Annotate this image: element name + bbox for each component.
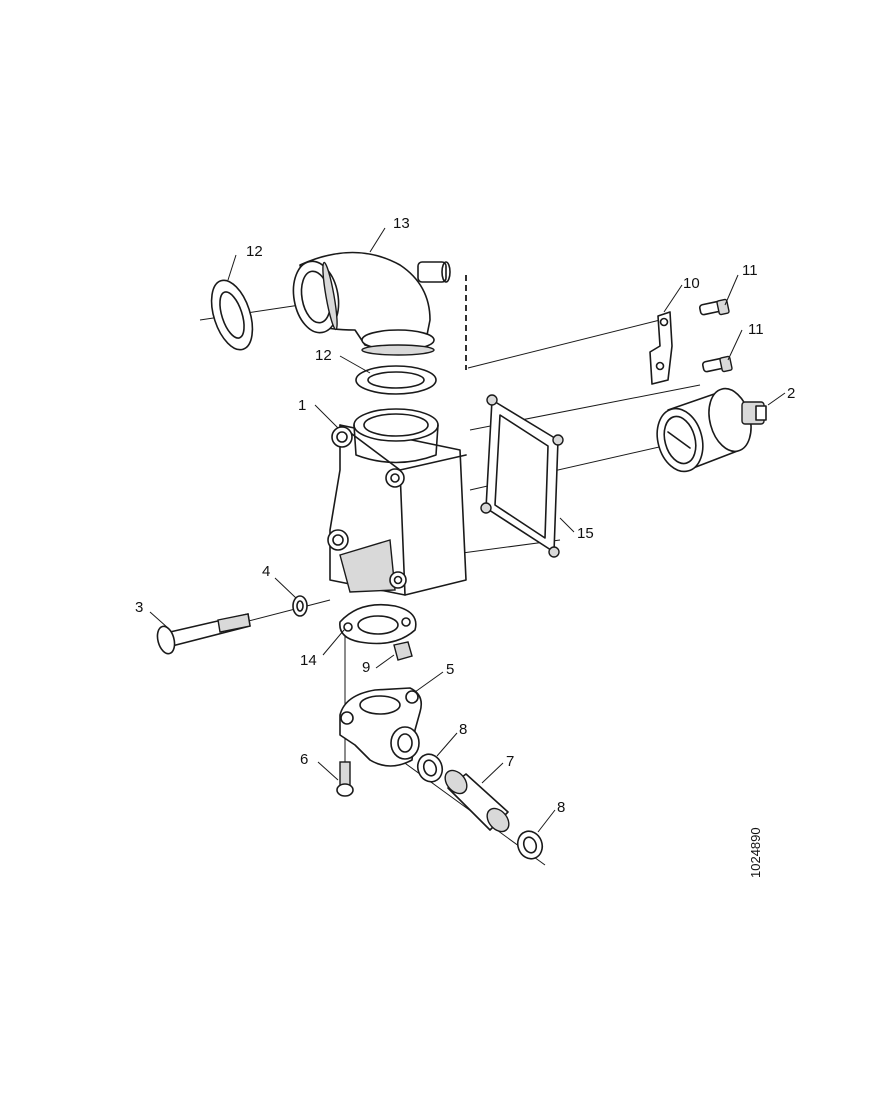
svg-text:11: 11 xyxy=(748,321,764,338)
svg-text:3: 3 xyxy=(135,599,143,616)
part-2-thermostat-insert xyxy=(656,387,767,473)
svg-text:12: 12 xyxy=(315,347,332,364)
part-7-pipe-sleeve xyxy=(444,769,510,833)
callout-6: 6 xyxy=(300,751,339,781)
part-14-flange-gasket xyxy=(339,603,417,645)
part-11-bolt-lower xyxy=(701,355,733,373)
part-10-bracket xyxy=(649,311,673,385)
svg-text:5: 5 xyxy=(446,661,454,678)
svg-text:11: 11 xyxy=(742,262,758,279)
part-12-gasket-lower xyxy=(355,365,437,395)
svg-text:15: 15 xyxy=(577,525,594,542)
svg-text:8: 8 xyxy=(557,799,565,816)
callout-5: 5 xyxy=(414,661,454,693)
part-9-nut xyxy=(393,641,413,661)
callout-15: 15 xyxy=(559,517,594,542)
callout-8-lower: 8 xyxy=(537,799,565,833)
part-8-o-ring-upper xyxy=(416,753,444,783)
svg-text:6: 6 xyxy=(300,751,308,768)
svg-text:12: 12 xyxy=(246,243,263,260)
svg-text:9: 9 xyxy=(362,659,370,676)
callout-7: 7 xyxy=(481,753,514,784)
reference-number: 1024890 xyxy=(748,827,763,878)
callout-1: 1 xyxy=(298,397,339,429)
svg-text:2: 2 xyxy=(787,385,795,402)
part-12-gasket-top xyxy=(210,279,254,351)
callout-8-upper: 8 xyxy=(436,721,467,757)
svg-text:10: 10 xyxy=(683,275,700,292)
callout-10: 10 xyxy=(663,275,700,313)
callout-13: 13 xyxy=(369,215,410,253)
callout-4: 4 xyxy=(262,563,297,599)
svg-text:8: 8 xyxy=(459,721,467,738)
callout-12-lower: 12 xyxy=(315,347,371,374)
part-4-washer xyxy=(292,595,308,617)
part-11-bolt-upper xyxy=(698,298,730,316)
callout-14: 14 xyxy=(300,629,345,669)
callout-11-upper: 11 xyxy=(724,262,758,306)
part-1-thermostat-housing xyxy=(327,408,467,596)
svg-text:14: 14 xyxy=(300,652,317,669)
svg-text:4: 4 xyxy=(262,563,270,580)
part-15-square-gasket xyxy=(480,394,564,558)
part-6-screw xyxy=(336,761,354,797)
part-13-elbow-pipe xyxy=(292,251,451,356)
callout-12-upper: 12 xyxy=(227,243,263,281)
svg-text:1: 1 xyxy=(298,397,306,414)
svg-text:13: 13 xyxy=(393,215,410,232)
callout-2: 2 xyxy=(767,385,795,406)
callout-9: 9 xyxy=(362,654,395,676)
callout-3: 3 xyxy=(135,599,169,629)
part-3-long-bolt xyxy=(156,613,251,655)
svg-text:7: 7 xyxy=(506,753,514,770)
callout-11-lower: 11 xyxy=(727,321,764,361)
part-8-o-ring-lower xyxy=(516,830,544,860)
part-5-outlet-flange xyxy=(339,687,423,767)
